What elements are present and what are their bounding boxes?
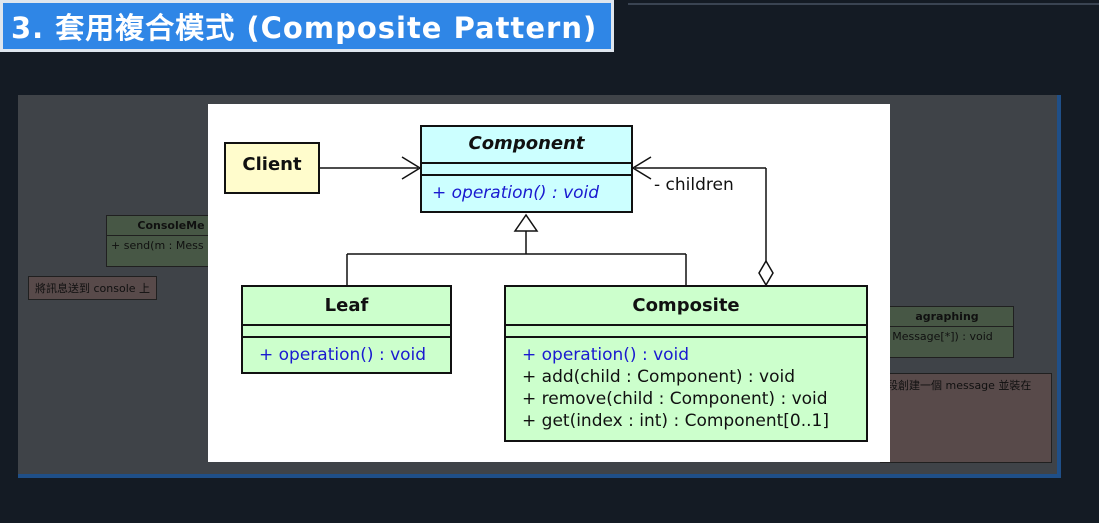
component-operation: + operation() : void xyxy=(432,183,600,203)
uml-connectors xyxy=(320,156,774,287)
slide-title-bar: 3. 套用複合模式 (Composite Pattern) xyxy=(0,0,615,52)
bg-paragraph-class-method: : Message[*]) : void xyxy=(885,330,993,343)
uml-diagram-panel: Client Component + operation() : void Le… xyxy=(208,104,890,462)
leaf-class-name: Leaf xyxy=(324,295,369,316)
component-sep-2 xyxy=(422,174,631,176)
composite-class: Composite + operation() : void + add(chi… xyxy=(504,285,868,442)
composite-operation-3: + remove(child : Component) : void xyxy=(522,389,828,409)
composite-sep-2 xyxy=(506,336,866,338)
children-label: - children xyxy=(654,175,734,195)
generalization-triangle xyxy=(513,213,539,232)
bg-console-class-method: + send(m : Mess xyxy=(111,239,204,252)
leaf-operation: + operation() : void xyxy=(259,345,427,365)
leaf-sep-1 xyxy=(243,324,450,326)
composite-sep-1 xyxy=(506,324,866,326)
composite-operation-4: + get(index : int) : Component[0..1] xyxy=(522,411,829,431)
composite-operations: + operation() : void + add(child : Compo… xyxy=(506,338,866,432)
component-class: Component + operation() : void xyxy=(420,125,633,213)
slide-title: 3. 套用複合模式 (Composite Pattern) xyxy=(11,11,598,45)
component-sep-1 xyxy=(422,162,631,164)
client-class-name: Client xyxy=(242,154,302,175)
aggregation-arrowhead xyxy=(631,156,652,180)
leaf-sep-2 xyxy=(243,336,450,338)
leaf-class: Leaf + operation() : void xyxy=(241,285,452,374)
bg-paragraph-class-name: agraphing xyxy=(881,307,1013,327)
bg-console-class-name: ConsoleMe xyxy=(107,216,235,236)
component-class-name: Component xyxy=(468,133,585,154)
bg-console-note: 將訊息送到 console 上 xyxy=(28,276,158,300)
client-association-arrowhead xyxy=(401,156,422,180)
aggregation-diamond xyxy=(758,259,774,287)
bg-paragraph-class: agraphing : Message[*]) : void xyxy=(880,306,1014,358)
title-rule xyxy=(628,3,1099,5)
composite-class-name: Composite xyxy=(632,295,740,316)
client-class: Client xyxy=(224,142,320,194)
bg-paragraph-note: 段創建一個 message 並裝在 xyxy=(880,373,1052,463)
composite-operation-2: + add(child : Component) : void xyxy=(522,367,796,387)
composite-operation-1: + operation() : void xyxy=(522,345,690,365)
